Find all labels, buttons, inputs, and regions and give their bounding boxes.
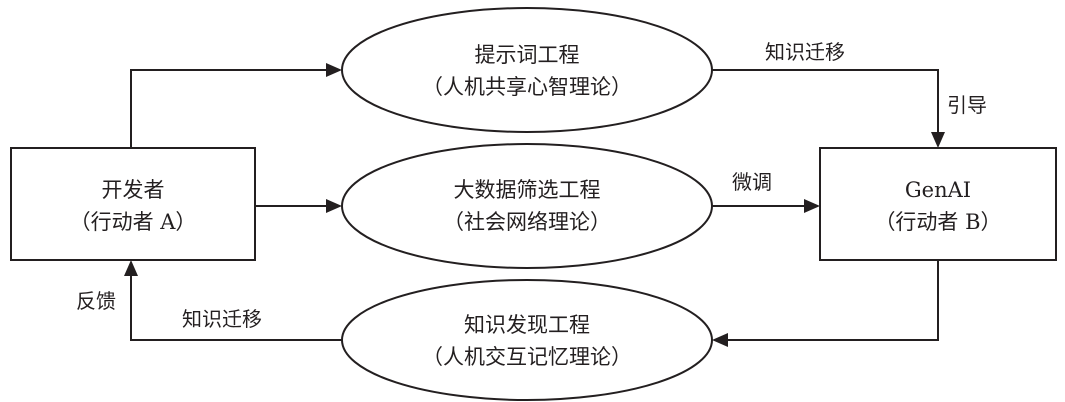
- discovery-engineering-title: 知识发现工程: [464, 313, 590, 337]
- edge-developer-to-bigdata: [255, 199, 342, 213]
- edge-label-feedback: 反馈: [76, 289, 116, 313]
- bigdata-engineering-title: 大数据筛选工程: [454, 178, 601, 202]
- bigdata-engineering-node: 大数据筛选工程 （社会网络理论）: [341, 143, 713, 269]
- edge-label-guidance: 引导: [947, 93, 987, 117]
- bigdata-engineering-subtitle: （社会网络理论）: [443, 210, 611, 234]
- edge-label-knowledge-transfer-top: 知识迁移: [765, 40, 845, 64]
- prompt-engineering-subtitle: （人机共享心智理论）: [422, 75, 632, 99]
- genai-node: GenAI （行动者 B）: [819, 147, 1057, 261]
- arrowhead-icon: [124, 260, 138, 276]
- arrowhead-icon: [712, 333, 728, 347]
- discovery-engineering-subtitle: （人机交互记忆理论）: [422, 345, 632, 369]
- genai-title: GenAI: [905, 178, 971, 202]
- arrowhead-icon: [804, 199, 820, 213]
- arrowhead-icon: [326, 199, 342, 213]
- edge-label-knowledge-transfer-bottom: 知识迁移: [182, 307, 262, 331]
- developer-title: 开发者: [102, 178, 165, 202]
- developer-node: 开发者 （行动者 A）: [10, 147, 256, 261]
- edge-discovery-to-developer: 知识迁移 反馈: [76, 260, 342, 341]
- developer-subtitle: （行动者 A）: [70, 210, 197, 234]
- arrowhead-icon: [326, 63, 342, 77]
- edge-bigdata-to-genai: 微调: [712, 170, 820, 213]
- arrowhead-icon: [931, 132, 945, 148]
- genai-subtitle: （行动者 B）: [874, 210, 1001, 234]
- edge-genai-to-discovery: [712, 260, 939, 347]
- edge-label-fine-tuning: 微调: [732, 170, 772, 194]
- edge-developer-to-prompt: [130, 63, 342, 148]
- edge-prompt-to-genai: 知识迁移 引导: [712, 40, 987, 148]
- prompt-engineering-title: 提示词工程: [475, 43, 580, 67]
- discovery-engineering-node: 知识发现工程 （人机交互记忆理论）: [341, 279, 713, 401]
- prompt-engineering-node: 提示词工程 （人机共享心智理论）: [341, 7, 713, 133]
